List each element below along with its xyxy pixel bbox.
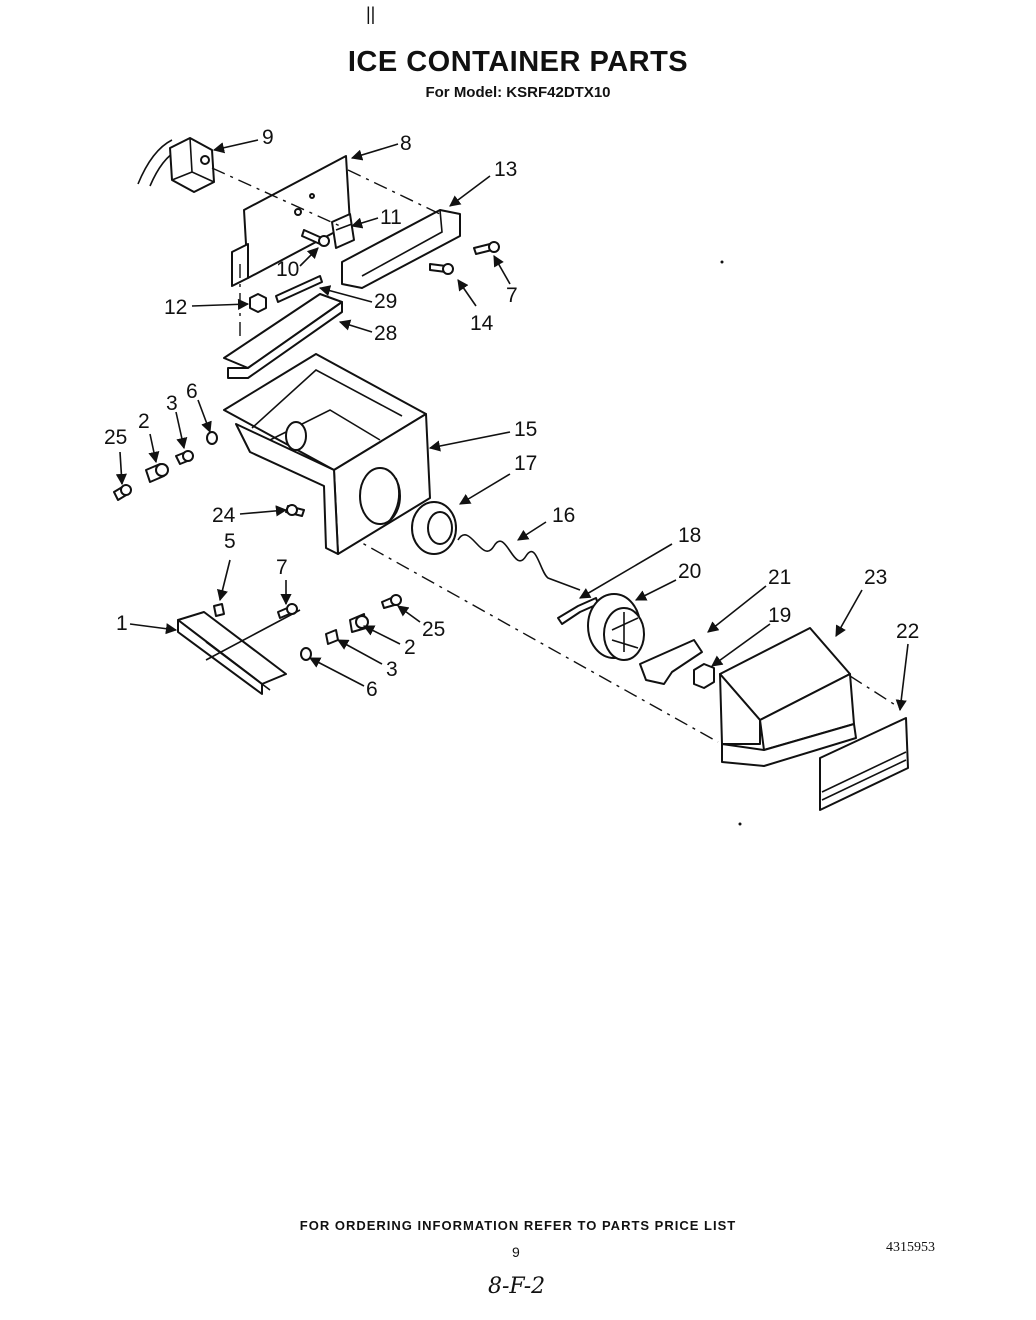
part-20-wheel (587, 593, 645, 661)
document-number: 4315953 (886, 1240, 935, 1255)
model-subtitle: For Model: KSRF42DTX10 (425, 84, 611, 101)
lower-hardware (205, 594, 402, 661)
page-title: ICE CONTAINER PARTS (347, 46, 689, 78)
left-hardware (113, 431, 218, 501)
callout-6-left: 6 (186, 380, 198, 403)
page-number: 9 (512, 1244, 520, 1260)
callout-21: 21 (768, 566, 791, 589)
part-19-nut (693, 663, 715, 689)
part-28-channel (223, 293, 343, 379)
callout-7-top: 7 (506, 284, 518, 307)
part-15-ice-bin (223, 353, 431, 555)
callout-7-bottom: 7 (276, 556, 288, 579)
callout-2-bottom: 2 (404, 636, 416, 659)
callout-25-left: 25 (104, 426, 127, 449)
part-16-spring (457, 534, 581, 591)
callout-17: 17 (514, 452, 537, 475)
part-10-screw (301, 229, 330, 247)
callout-18: 18 (678, 524, 701, 547)
callout-20: 20 (678, 560, 701, 583)
callout-11: 11 (380, 206, 402, 229)
part-29-pin (275, 275, 323, 303)
callout-22: 22 (896, 620, 919, 643)
ordering-info: FOR ORDERING INFORMATION REFER TO PARTS … (299, 1218, 737, 1233)
callout-25-bottom: 25 (422, 618, 445, 641)
callout-28: 28 (374, 322, 397, 345)
callout-6-bottom: 6 (366, 678, 378, 701)
part-23-bucket (719, 627, 857, 767)
part-14-screw (429, 263, 454, 275)
handwritten-note: 8-F-2 (488, 1274, 546, 1299)
part-22-front-panel (819, 717, 909, 811)
part-17-bearing (411, 501, 457, 555)
callout-16: 16 (552, 504, 575, 527)
part-11-clip (331, 213, 355, 249)
part-21-bracket (639, 639, 703, 685)
callout-29: 29 (374, 290, 397, 313)
callout-10: 10 (276, 258, 299, 281)
callout-5: 5 (224, 530, 236, 553)
callout-14: 14 (470, 312, 494, 335)
callout-12: 12 (164, 296, 187, 319)
part-1-rail (177, 611, 287, 695)
callout-leaders (115, 139, 909, 712)
part-12-nut (249, 293, 267, 313)
callout-24: 24 (212, 504, 236, 527)
callout-8: 8 (400, 132, 412, 155)
callout-13: 13 (494, 158, 517, 181)
callout-19: 19 (768, 604, 791, 627)
callout-2-left: 2 (138, 410, 150, 433)
callout-9: 9 (262, 126, 274, 149)
callout-23: 23 (864, 566, 887, 589)
callout-15: 15 (514, 418, 537, 441)
margin-mark: || (366, 4, 376, 24)
part-13-bracket (341, 209, 461, 289)
callout-1: 1 (116, 612, 128, 635)
callout-3-bottom: 3 (386, 658, 398, 681)
part-7-screw-top (473, 241, 500, 255)
part-9-motor (137, 137, 215, 193)
callout-labels: 9 8 13 11 10 12 29 28 14 7 15 17 16 18 2… (104, 126, 919, 701)
part-24-screw (285, 504, 305, 517)
callout-3-left: 3 (166, 392, 178, 415)
